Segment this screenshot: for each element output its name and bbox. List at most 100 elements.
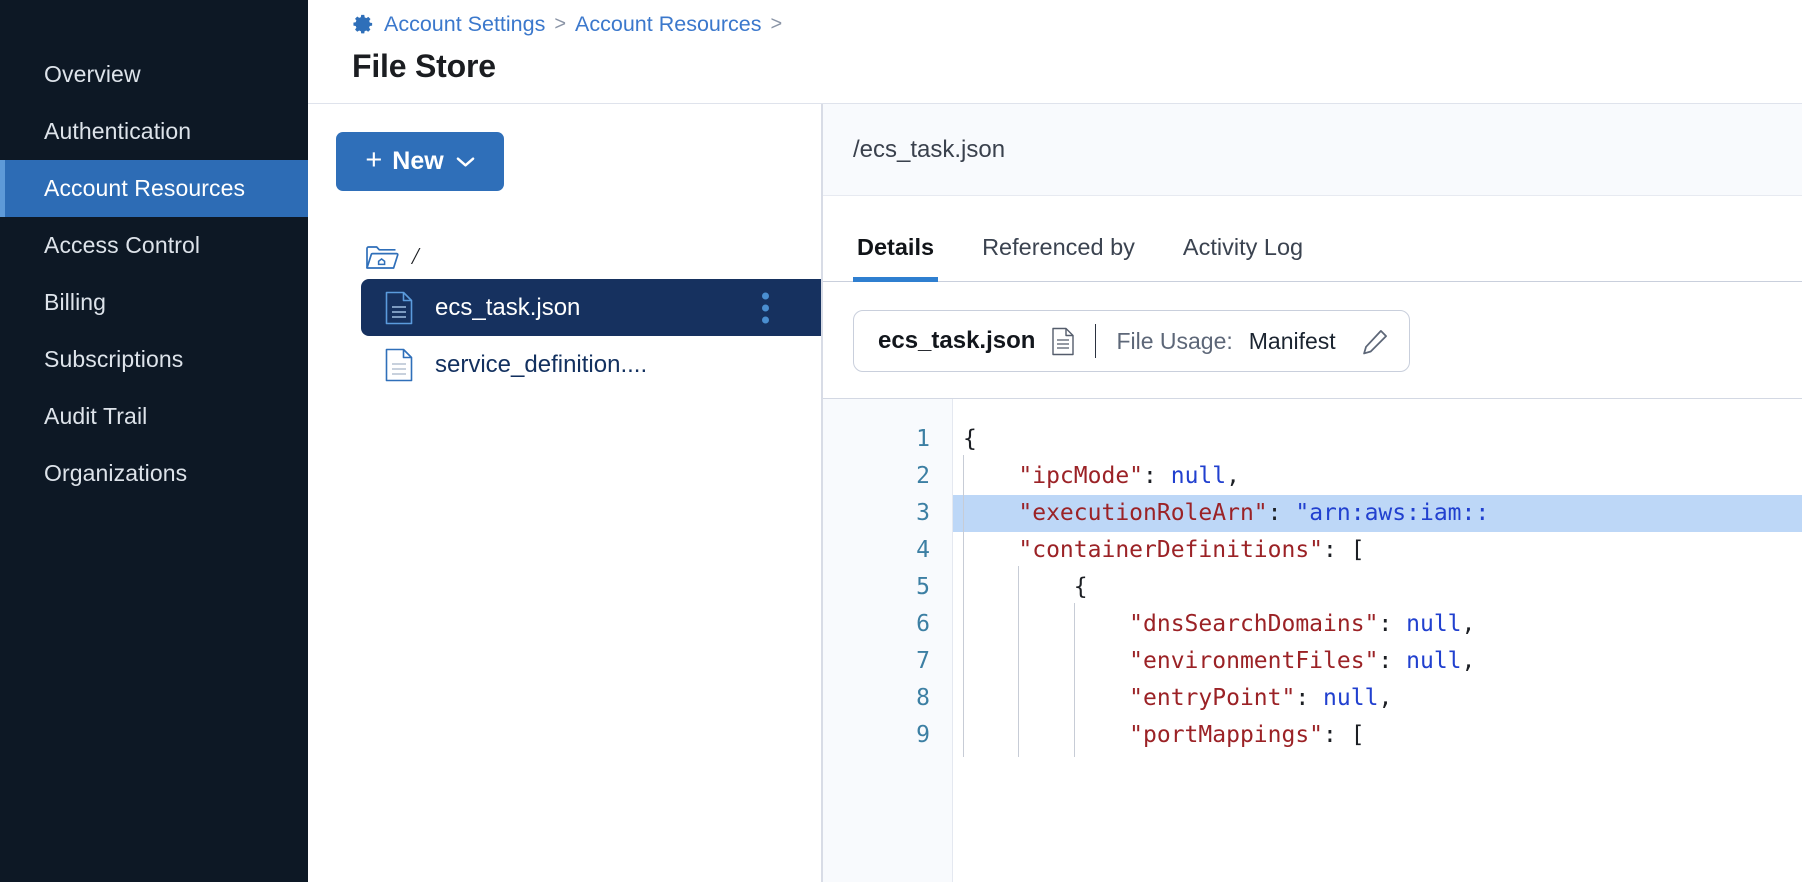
code-token: :: [1143, 463, 1171, 489]
file-usage-chip: ecs_task.json File Usage: Manifest: [853, 310, 1410, 372]
code-token: :: [1378, 648, 1407, 674]
indent-guide: [1018, 677, 1073, 720]
code-token: ,: [1226, 463, 1240, 489]
tab-referenced-by[interactable]: Referenced by: [982, 234, 1135, 260]
code-line[interactable]: {: [953, 566, 1802, 609]
code-token: :: [1323, 722, 1351, 748]
tab-details[interactable]: Details: [853, 234, 939, 282]
code-token: ,: [1461, 611, 1476, 637]
sidebar-item-access-control[interactable]: Access Control: [0, 217, 308, 274]
breadcrumb-item-account-settings[interactable]: Account Settings: [384, 11, 546, 36]
sidebar-item-subscriptions[interactable]: Subscriptions: [0, 331, 308, 388]
file-name-label: ecs_task.json: [435, 293, 581, 321]
sidebar-item-label: Billing: [44, 289, 107, 315]
main-column: Account Settings > Account Resources > F…: [308, 0, 1802, 882]
line-number: 4: [916, 537, 930, 563]
pencil-icon[interactable]: [1352, 328, 1389, 355]
tree-root-label: /: [412, 243, 419, 270]
page-title: File Store: [352, 48, 496, 84]
usage-file-name: ecs_task.json: [878, 327, 1036, 354]
code-line[interactable]: "portMappings": [: [953, 714, 1802, 757]
code-content[interactable]: { "ipcMode": null, "executionRoleArn": "…: [953, 399, 1802, 882]
indent-guide: [963, 677, 1018, 720]
code-line[interactable]: "containerDefinitions": [: [953, 529, 1802, 572]
kebab-menu-icon[interactable]: [758, 288, 773, 327]
sidebar-item-label: Audit Trail: [44, 403, 148, 429]
indent-guide: [1018, 603, 1073, 646]
indent-guide: [1073, 714, 1129, 757]
indent-guide: [1073, 603, 1129, 646]
line-number: 1: [916, 426, 930, 452]
indent-guide: [963, 603, 1018, 646]
sidebar-item-label: Authentication: [44, 118, 192, 144]
sidebar-item-audit-trail[interactable]: Audit Trail: [0, 388, 308, 445]
code-line[interactable]: "ipcMode": null,: [953, 455, 1802, 498]
sidebar-item-overview[interactable]: Overview: [0, 46, 308, 103]
file-usage-section: ecs_task.json File Usage: Manifest: [823, 282, 1802, 372]
indent-guide: [1018, 640, 1073, 683]
sidebar-item-account-resources[interactable]: Account Resources: [0, 160, 308, 217]
content-area: + New: [308, 104, 1802, 882]
sidebar-item-organizations[interactable]: Organizations: [0, 445, 308, 502]
usage-value: Manifest: [1248, 327, 1336, 354]
code-token: null: [1406, 611, 1462, 637]
file-list: ecs_task.json service_definition....: [308, 279, 821, 393]
code-token: {: [963, 426, 977, 452]
breadcrumb: Account Settings > Account Resources >: [352, 6, 1802, 42]
breadcrumb-item-account-resources[interactable]: Account Resources: [575, 11, 762, 36]
detail-panel: /ecs_task.json Details Referenced by Activ…: [822, 104, 1802, 882]
file-tree: / ecs_task.json service_definition....: [308, 235, 821, 393]
indent-guide: [963, 566, 1018, 609]
new-button[interactable]: + New: [336, 132, 504, 191]
indent-guide: [963, 640, 1018, 683]
sidebar-item-billing[interactable]: Billing: [0, 274, 308, 331]
sidebar-item-authentication[interactable]: Authentication: [0, 103, 308, 160]
code-token: "entryPoint": [1129, 685, 1296, 711]
tree-root-folder[interactable]: /: [308, 235, 821, 279]
tree-file-item[interactable]: service_definition....: [361, 336, 821, 393]
line-number: 9: [916, 722, 930, 748]
file-path-bar: /ecs_task.json: [823, 104, 1802, 196]
code-line[interactable]: "dnsSearchDomains": null,: [953, 603, 1802, 646]
indent-guide: [963, 714, 1018, 757]
code-line[interactable]: "entryPoint": null,: [953, 677, 1802, 720]
chevron-down-icon: [454, 156, 475, 168]
sidebar-item-label: Overview: [44, 61, 141, 87]
code-line[interactable]: "environmentFiles": null,: [953, 640, 1802, 683]
tab-activity-log[interactable]: Activity Log: [1182, 234, 1304, 260]
indent-guide: [1073, 640, 1129, 683]
code-token: {: [1073, 574, 1088, 600]
indent-guide: [963, 455, 1018, 498]
indent-guide: [963, 529, 1018, 572]
code-token: :: [1378, 611, 1407, 637]
line-number: 3: [916, 500, 930, 526]
code-line[interactable]: {: [953, 421, 1802, 458]
line-number: 8: [916, 685, 930, 711]
breadcrumb-separator-2: >: [770, 12, 783, 35]
file-tree-panel: + New: [308, 104, 822, 882]
indent-guide: [963, 492, 1018, 535]
code-token: "containerDefinitions": [1018, 537, 1324, 563]
file-icon: [385, 291, 413, 325]
line-number: 6: [916, 611, 930, 637]
indent-guide: [1073, 677, 1129, 720]
code-token: "environmentFiles": [1129, 648, 1379, 674]
code-token: :: [1267, 500, 1296, 526]
line-number: 5: [916, 574, 930, 600]
folder-home-icon: [365, 243, 399, 271]
code-token: [: [1350, 537, 1365, 563]
code-token: :: [1295, 685, 1324, 711]
code-token: "executionRoleArn": [1018, 500, 1268, 526]
code-token: [: [1350, 722, 1365, 748]
code-token: "dnsSearchDomains": [1129, 611, 1379, 637]
file-icon: [385, 348, 413, 382]
tree-file-item[interactable]: ecs_task.json: [361, 279, 821, 336]
code-token: null: [1170, 463, 1227, 489]
code-line[interactable]: "executionRoleArn": "arn:aws:iam::: [953, 492, 1802, 535]
file-name-label: service_definition....: [435, 350, 648, 378]
breadcrumb-separator-1: >: [554, 12, 567, 35]
usage-label: File Usage:: [1116, 327, 1233, 354]
